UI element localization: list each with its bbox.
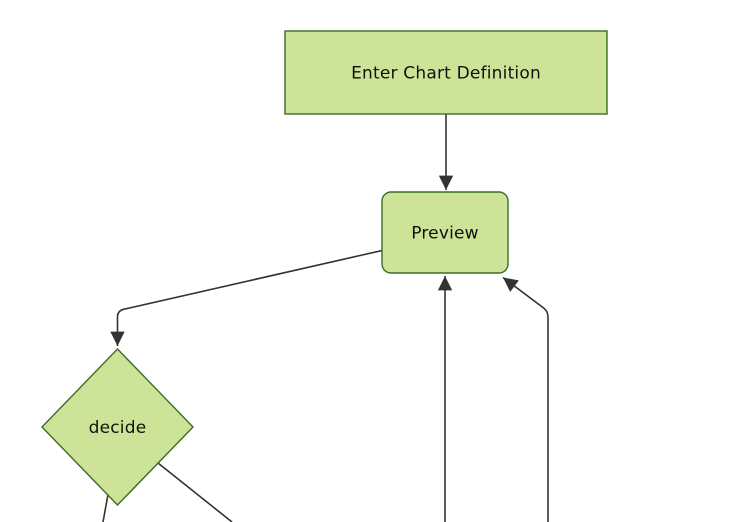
node-enter-chart-definition: Enter Chart Definition bbox=[284, 30, 608, 115]
decide-label: decide bbox=[89, 418, 147, 438]
enter-chart-definition-shape bbox=[284, 30, 608, 115]
edge-bottom-right-to-preview bbox=[502, 276, 549, 522]
preview-label: Preview bbox=[411, 224, 479, 244]
edge-preview-to-decide bbox=[110, 249, 383, 346]
edge-layer bbox=[102, 114, 549, 522]
node-preview: Preview bbox=[381, 191, 509, 274]
edge-decide-to-offscreen-bottom-right bbox=[157, 462, 233, 522]
preview-shape bbox=[381, 191, 509, 274]
decide-shape bbox=[41, 347, 194, 507]
enter-chart-definition-label: Enter Chart Definition bbox=[351, 64, 541, 84]
node-decide: decide bbox=[41, 347, 194, 507]
